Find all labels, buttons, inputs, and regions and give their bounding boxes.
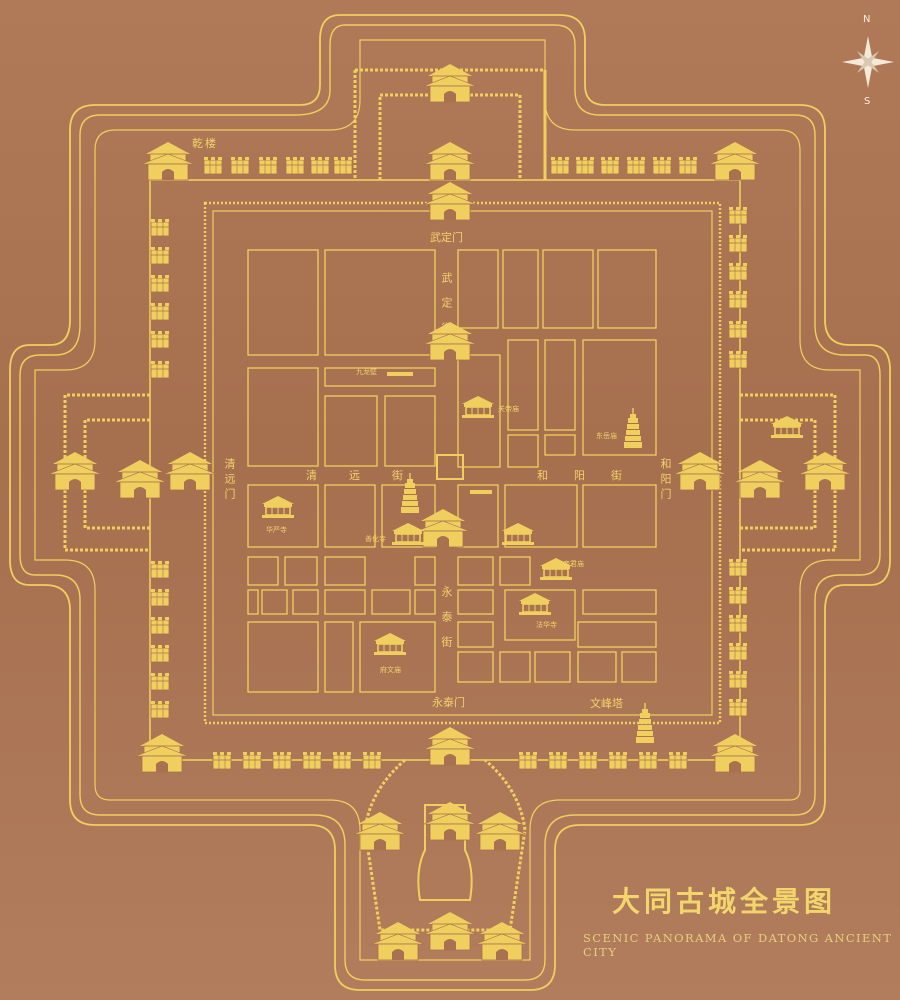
south-barbican	[363, 758, 527, 932]
south-street-label: 永泰街	[440, 586, 453, 661]
street-blocks	[247, 249, 657, 693]
landmark-label: 九龙壁	[356, 368, 377, 376]
landmark-label: 关帝庙	[498, 405, 519, 413]
east-street-label: 和阳街	[537, 469, 648, 482]
north-gate-label: 武定门	[430, 231, 463, 244]
south-gate-label: 永泰门	[432, 696, 465, 709]
landmark-label: 法华寺	[536, 621, 557, 629]
wenfeng-pagoda-label: 文峰塔	[590, 697, 623, 710]
compass-north-label: N	[863, 14, 871, 25]
compass-rose-icon	[842, 36, 894, 88]
landmark-label: 善化寺	[365, 535, 386, 543]
moat-road	[34, 39, 861, 961]
landmark-label: 华严寺	[266, 526, 287, 534]
northwest-tower-label: 乾楼	[192, 137, 218, 150]
outer-road-inner	[19, 24, 881, 981]
north-street-label: 武定街	[440, 272, 453, 347]
west-street-label: 清远街	[306, 469, 435, 482]
outer-road-outer	[9, 14, 891, 991]
landmark-label: 帝君庙	[563, 560, 584, 568]
landmark-label: 东岳庙	[596, 432, 617, 440]
pagoda-icon	[400, 407, 655, 744]
compass-south-label: S	[864, 96, 871, 107]
map-subtitle: SCENIC PANORAMA OF DATONG ANCIENT CITY	[583, 931, 893, 959]
wall-battlement-icon	[150, 156, 748, 770]
landmark-label: 府文庙	[380, 666, 401, 674]
city-wall-outer	[149, 179, 741, 761]
east-gate-label: 和阳门	[659, 458, 672, 503]
west-gate-label: 清远门	[223, 458, 236, 503]
map-title: 大同古城全景图	[612, 885, 837, 918]
